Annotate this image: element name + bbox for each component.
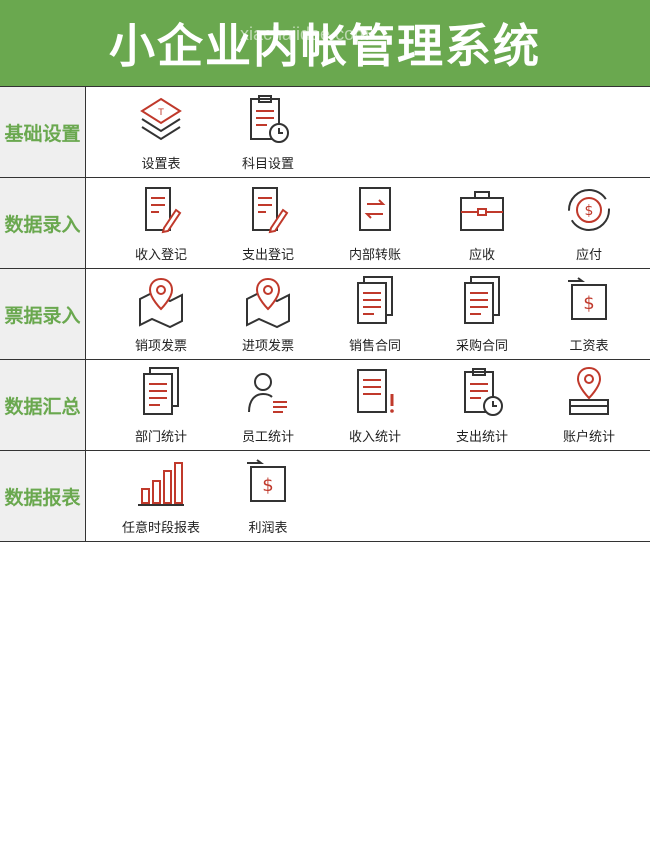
menu-item-button[interactable]: T 设置表 [111, 91, 211, 175]
menu-item-label: 工资表 [569, 339, 609, 354]
menu-item-button[interactable]: 任意时段报表 [111, 455, 211, 539]
svg-text:$: $ [262, 475, 273, 496]
section-category-label: 数据汇总 [0, 360, 86, 450]
header-bar: 小企业内帐管理系统 xiachaiidoe.com [0, 0, 650, 86]
menu-item-label: 采购合同 [455, 339, 508, 354]
menu-item-button[interactable]: 销项发票 [111, 273, 211, 357]
menu-item-label: 收入登记 [134, 248, 187, 263]
section-items: 部门统计 员工统计 收入统计 支出统计 账户统计 [86, 360, 650, 450]
menu-item-label: 设置表 [141, 157, 181, 172]
documents-icon [455, 273, 509, 333]
dollar-frame-icon: $ [562, 273, 616, 333]
menu-item-button[interactable]: $ 应付 [539, 182, 639, 266]
menu-item-label: 支出登记 [241, 248, 294, 263]
map-pin-icon [134, 273, 188, 333]
menu-item-button[interactable]: 支出登记 [218, 182, 318, 266]
menu-item-button[interactable]: 应收 [432, 182, 532, 266]
section-category-label: 数据报表 [0, 451, 86, 541]
documents-icon [348, 273, 402, 333]
section-row: 基础设置 T 设置表 科目设置 [0, 87, 650, 178]
map-pin-icon [241, 273, 295, 333]
menu-item-label: 应付 [575, 248, 602, 263]
bar-chart-icon [134, 455, 188, 515]
svg-text:$: $ [585, 203, 594, 219]
menu-item-label: 销项发票 [134, 339, 187, 354]
document-pencil-icon [134, 182, 188, 242]
transfer-icon [348, 182, 402, 242]
menu-item-label: 账户统计 [562, 430, 615, 445]
document-pencil-icon [241, 182, 295, 242]
menu-item-label: 部门统计 [134, 430, 187, 445]
section-row: 数据录入收入登记 支出登记 内部转账 应收 $ 应付 [0, 178, 650, 269]
menu-item-button[interactable]: 内部转账 [325, 182, 425, 266]
briefcase-icon [455, 182, 509, 242]
menu-item-button[interactable]: 部门统计 [111, 364, 211, 448]
section-row: 数据报表任意时段报表 $ 利润表 [0, 451, 650, 542]
section-row: 数据汇总部门统计 员工统计 收入统计 支出统计 账户统计 [0, 360, 650, 451]
menu-item-button[interactable]: 收入登记 [111, 182, 211, 266]
menu-item-button[interactable]: 员工统计 [218, 364, 318, 448]
section-items: 收入登记 支出登记 内部转账 应收 $ 应付 [86, 178, 650, 268]
section-items: 销项发票 进项发票 销售合同 采购合同 $ 工资表 [86, 269, 650, 359]
page-title: 小企业内帐管理系统 [109, 19, 541, 73]
menu-item-label: 进项发票 [241, 339, 294, 354]
menu-item-button[interactable]: 采购合同 [432, 273, 532, 357]
svg-text:T: T [157, 108, 164, 118]
section-items: T 设置表 科目设置 [86, 87, 650, 177]
person-list-icon [241, 364, 295, 424]
layers-icon: T [134, 91, 188, 151]
menu-item-button[interactable]: 支出统计 [432, 364, 532, 448]
menu-item-button[interactable]: 销售合同 [325, 273, 425, 357]
menu-item-label: 收入统计 [348, 430, 401, 445]
menu-item-label: 科目设置 [241, 157, 294, 172]
location-card-icon [562, 364, 616, 424]
documents-icon [134, 364, 188, 424]
section-category-label: 基础设置 [0, 87, 86, 177]
section-category-label: 票据录入 [0, 269, 86, 359]
menu-item-label: 任意时段报表 [121, 521, 200, 536]
dollar-cycle-icon: $ [562, 182, 616, 242]
clipboard-clock-icon [455, 364, 509, 424]
dollar-frame-icon: $ [241, 455, 295, 515]
menu-item-button[interactable]: $ 工资表 [539, 273, 639, 357]
watermark-text: xiachaiidoe.com [240, 24, 370, 44]
document-alert-icon [348, 364, 402, 424]
menu-item-label: 利润表 [248, 521, 288, 536]
menu-item-button[interactable]: 账户统计 [539, 364, 639, 448]
menu-item-label: 销售合同 [348, 339, 401, 354]
section-category-label: 数据录入 [0, 178, 86, 268]
section-row: 票据录入销项发票 进项发票 销售合同 采购合同 $ 工资表 [0, 269, 650, 360]
menu-item-label: 内部转账 [348, 248, 401, 263]
clipboard-clock-icon [241, 91, 295, 151]
menu-item-label: 支出统计 [455, 430, 508, 445]
menu-item-button[interactable]: 科目设置 [218, 91, 318, 175]
svg-text:$: $ [583, 293, 594, 314]
menu-item-button[interactable]: 收入统计 [325, 364, 425, 448]
section-items: 任意时段报表 $ 利润表 [86, 451, 650, 541]
menu-item-label: 员工统计 [241, 430, 294, 445]
menu-item-label: 应收 [468, 248, 495, 263]
menu-item-button[interactable]: $ 利润表 [218, 455, 318, 539]
menu-item-button[interactable]: 进项发票 [218, 273, 318, 357]
